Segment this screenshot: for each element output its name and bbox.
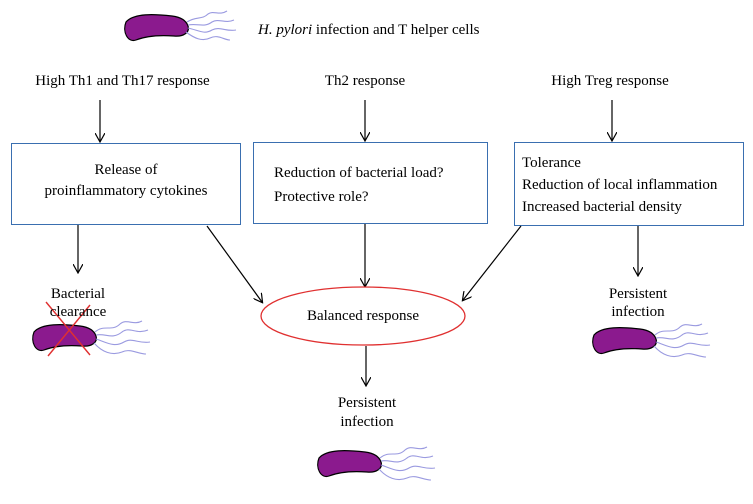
bacterial-load-box-line-2: Protective role? [274, 189, 369, 205]
bacterial-clearance-label-line-2: clearance [49, 304, 107, 320]
title-italic: H. pylori [258, 22, 313, 38]
bacterial-clearance-label-line-1: Bacterial [50, 286, 106, 302]
balanced-response-label: Balanced response [306, 308, 420, 324]
bacterial-load-box-line-1: Reduction of bacterial load? [274, 165, 444, 181]
persistent-infection-right-line-2: infection [611, 304, 665, 320]
treg-response-label: High Treg response [551, 73, 669, 89]
bacterium-icon [124, 10, 237, 42]
bacterial-load-box: Reduction of bacterial load? Protective … [253, 142, 488, 224]
bacterium-icon [592, 323, 711, 358]
arrow-diagonal-right [463, 225, 522, 300]
persistent-infection-right-line-1: Persistent [608, 286, 668, 302]
bacterium-icon [32, 320, 151, 355]
cross-out-icon [45, 301, 91, 357]
proinflammatory-box-line-1: Release of [94, 162, 158, 178]
th2-response-label: Th2 response [324, 73, 406, 89]
tolerance-box-line-1: Tolerance [522, 155, 581, 171]
tolerance-box-line-3: Increased bacterial density [522, 199, 682, 215]
diagram-title: H. pylori infection and T helper cells [258, 20, 479, 40]
th1-th17-response-label: High Th1 and Th17 response [35, 73, 210, 89]
balanced-response-ellipse [260, 286, 466, 346]
persistent-infection-bottom-line-2: infection [340, 414, 394, 430]
title-rest: infection and T helper cells [312, 22, 480, 38]
arrow-diagonal-left [206, 225, 262, 302]
proinflammatory-box: Release of proinflammatory cytokines [11, 143, 241, 225]
bacterium-icon [317, 446, 436, 481]
persistent-infection-bottom-line-1: Persistent [337, 395, 397, 411]
proinflammatory-box-line-2: proinflammatory cytokines [44, 183, 208, 199]
tolerance-box-line-2: Reduction of local inflammation [522, 177, 718, 193]
tolerance-box: Tolerance Reduction of local inflammatio… [514, 142, 744, 226]
